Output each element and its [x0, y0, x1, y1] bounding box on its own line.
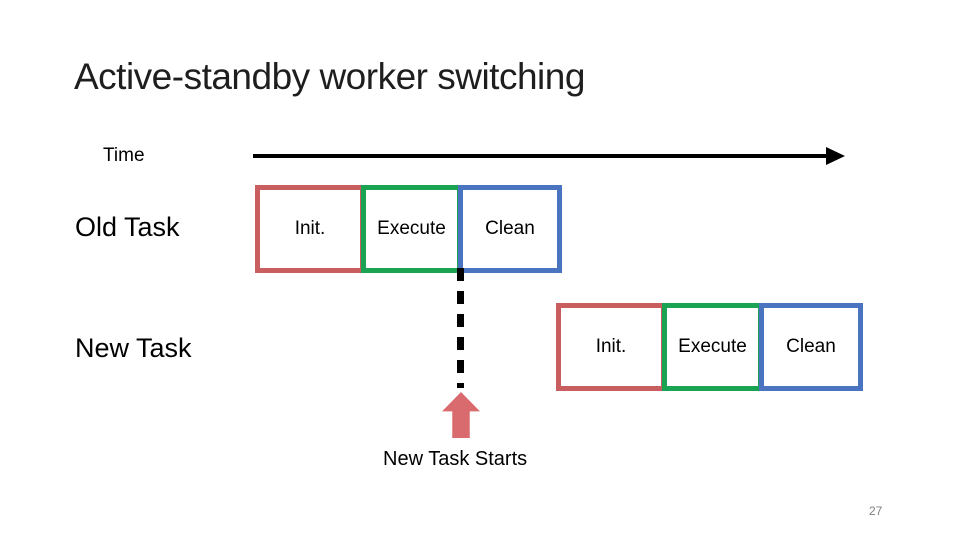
new-task-label: New Task [75, 333, 192, 363]
timeline-label: Time [103, 145, 145, 166]
phase-label: Init. [595, 336, 627, 357]
phase-label: Clean [485, 218, 535, 239]
page-number: 27 [869, 504, 883, 518]
timeline-arrow-line [253, 154, 828, 158]
phase-label: Init. [294, 218, 326, 239]
phase-label: Execute [377, 218, 446, 239]
phase-label: Execute [678, 336, 747, 357]
timeline-arrowhead-icon [826, 147, 845, 165]
old-task-execute-box: Execute [361, 185, 462, 273]
slide-title: Active-standby worker switching [74, 56, 585, 97]
old-task-clean-box: Clean [458, 185, 562, 273]
old-task-label: Old Task [75, 212, 180, 242]
old-task-init-box: Init. [255, 185, 365, 273]
switch-point-dashed-line [457, 268, 464, 388]
new-task-start-arrow-icon [442, 392, 480, 438]
new-task-execute-box: Execute [662, 303, 763, 391]
new-task-init-box: Init. [556, 303, 666, 391]
phase-label: Clean [786, 336, 836, 357]
new-task-clean-box: Clean [759, 303, 863, 391]
new-task-starts-caption: New Task Starts [383, 448, 528, 470]
